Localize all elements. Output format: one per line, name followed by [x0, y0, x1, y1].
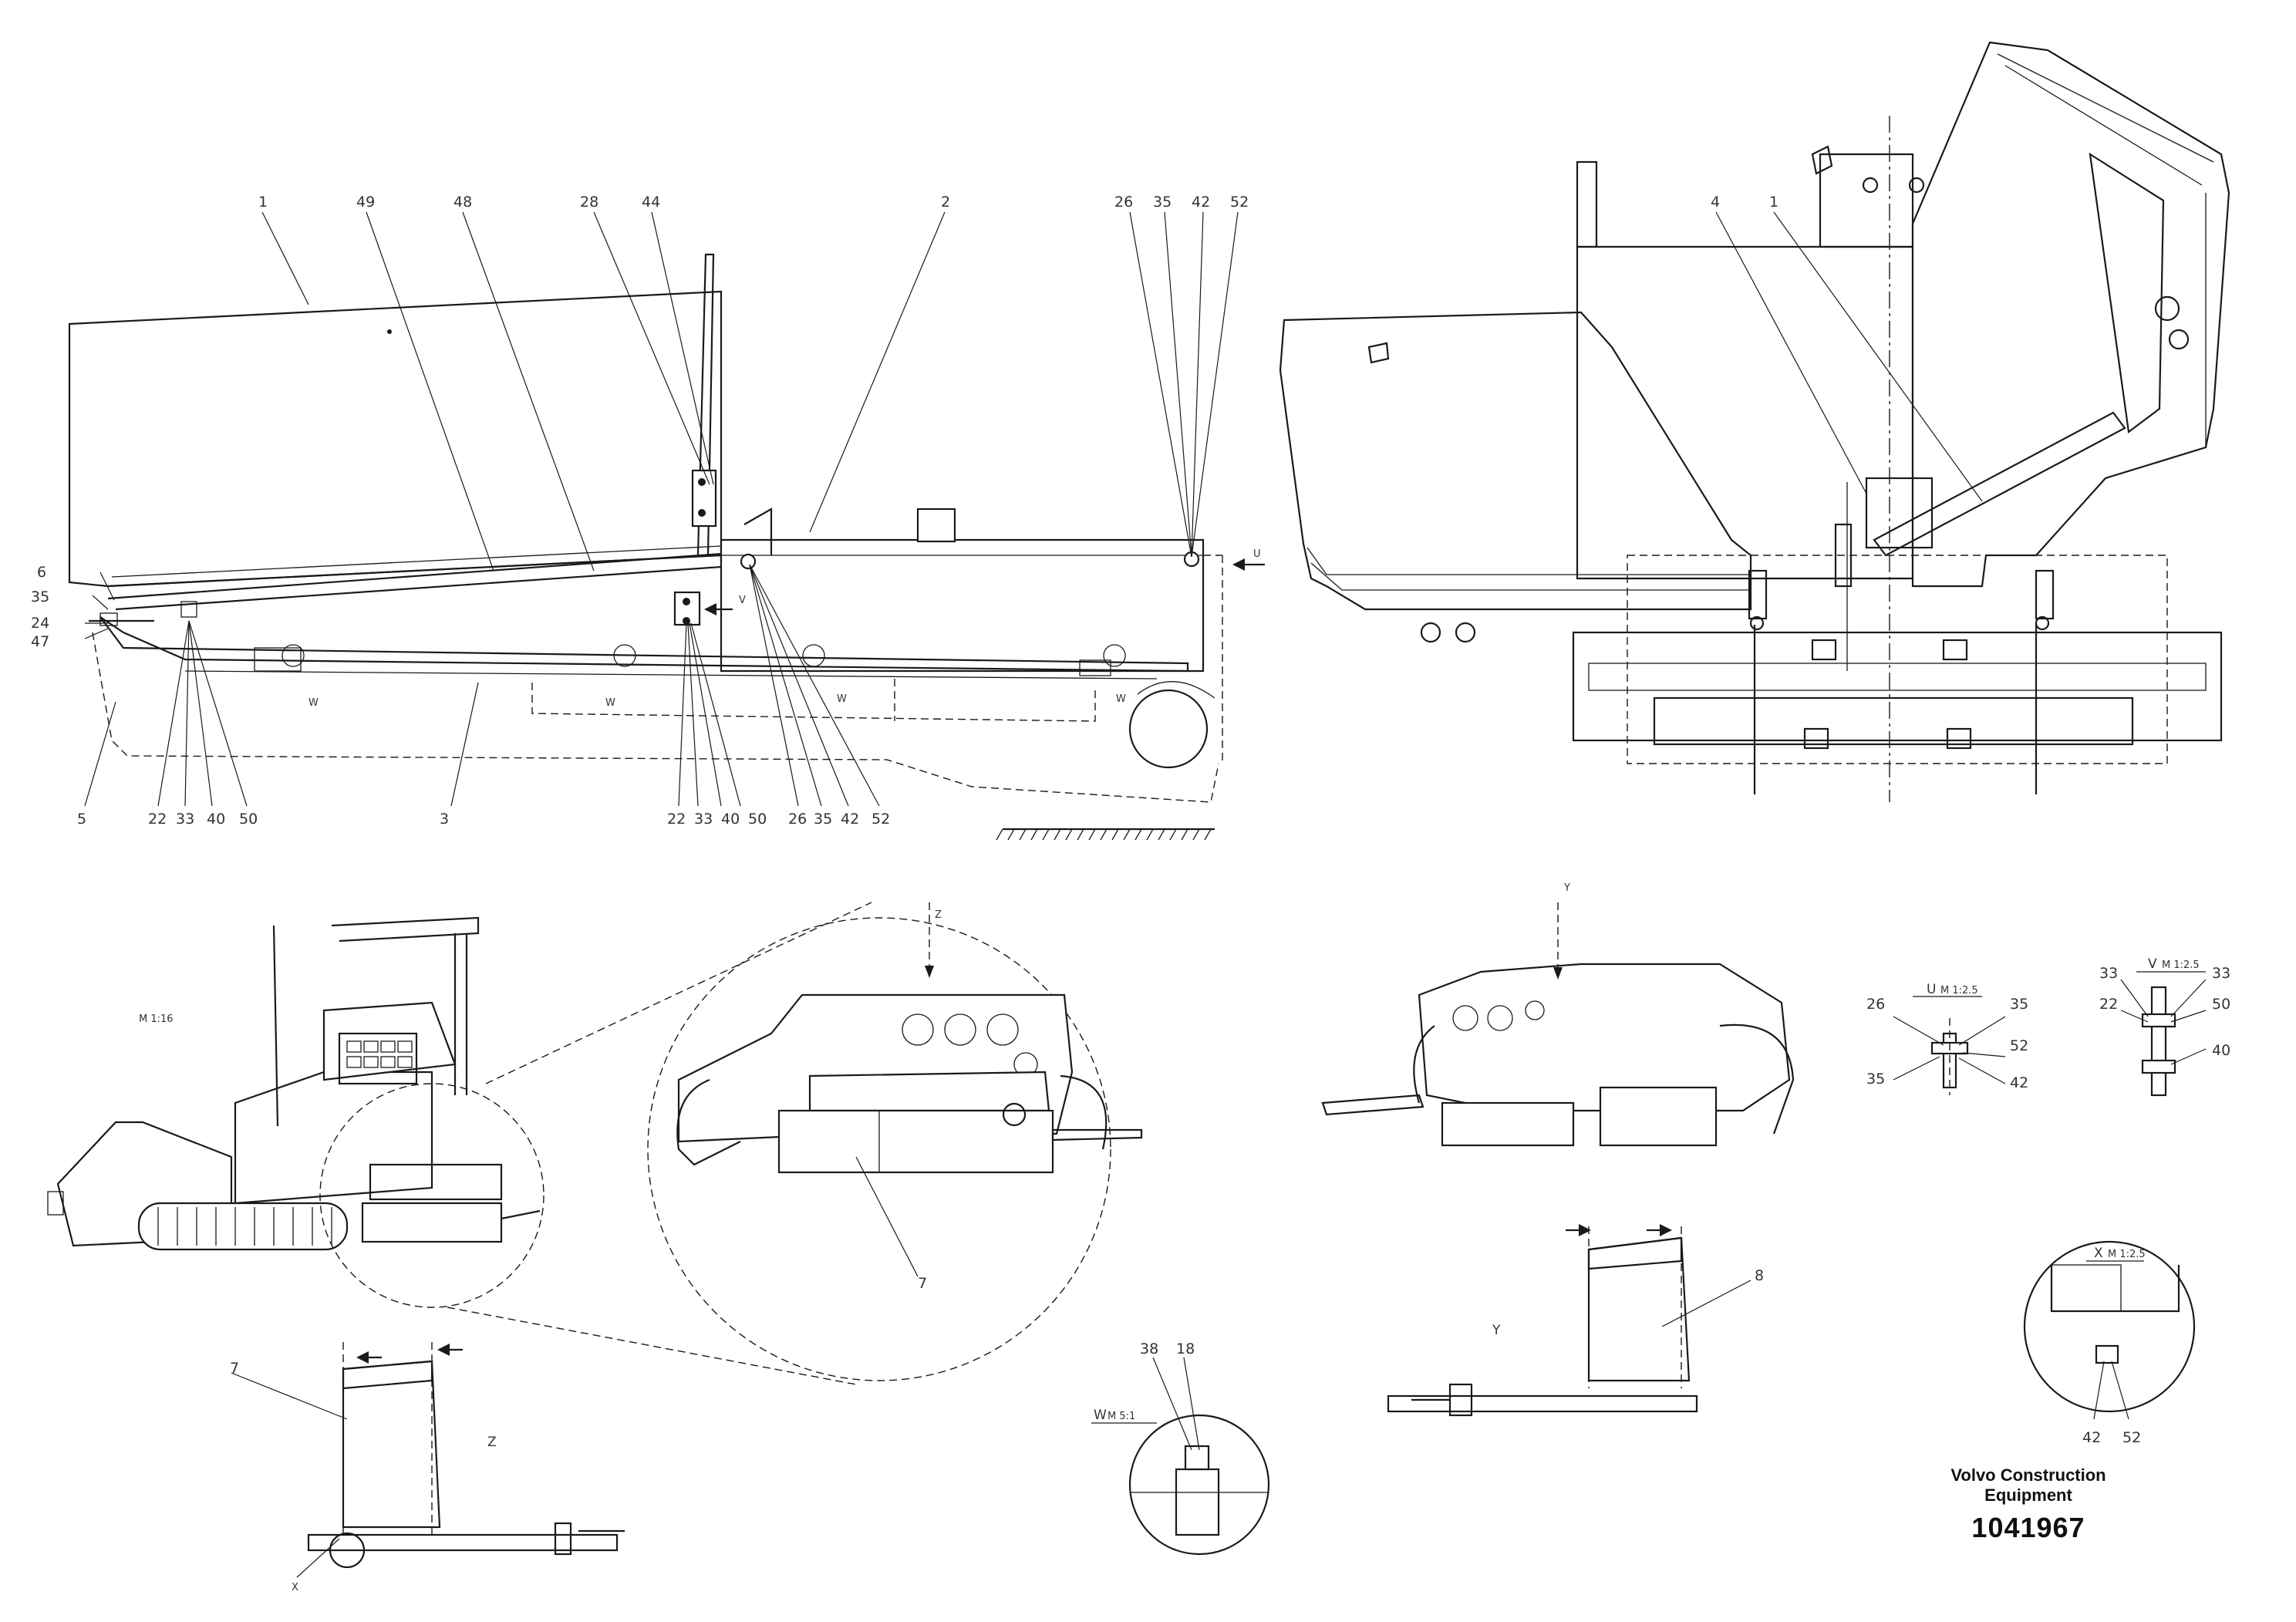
balloon-50b: 50 [748, 811, 767, 828]
view-arrow-u: U [1253, 548, 1261, 560]
balloon-1: 1 [258, 194, 268, 211]
balloon-3: 3 [440, 811, 449, 828]
u-detail [1893, 996, 2006, 1095]
side-view-leaders [84, 211, 1239, 807]
view-arrow-x: X [292, 1582, 298, 1593]
rear-view-hopper [1279, 41, 2230, 802]
view-marker-w3: W [837, 693, 847, 705]
overview-scale: M 1:16 [139, 1013, 174, 1025]
balloon-7: 7 [230, 1360, 239, 1377]
balloon-47: 47 [31, 633, 49, 650]
detail-scale-w: M 5:1 [1108, 1411, 1135, 1422]
zoom-detail-circle [447, 902, 1143, 1385]
v-balloon-50: 50 [2212, 996, 2230, 1013]
view-marker-w2: W [605, 697, 615, 709]
view-marker-w1: W [308, 697, 319, 709]
y-view-guard [1387, 1224, 1752, 1417]
u-balloon-52: 52 [2010, 1037, 2028, 1054]
balloon-33: 33 [176, 811, 194, 828]
balloon-35: 35 [1153, 194, 1172, 211]
v-balloon-22: 22 [2099, 996, 2118, 1013]
balloon-5: 5 [77, 811, 86, 828]
balloon-26b: 26 [788, 811, 807, 828]
balloon-38: 38 [1140, 1340, 1158, 1357]
balloon-52b: 52 [872, 811, 890, 828]
w-detail [1091, 1357, 1270, 1556]
detail-title-w: W [1094, 1408, 1107, 1423]
view-arrow-v: V [739, 595, 746, 606]
balloon-4: 4 [1711, 194, 1720, 211]
view-arrow-z: Z [935, 909, 942, 921]
z-view-guard [231, 1342, 625, 1578]
y-view-front [1321, 902, 1795, 1147]
balloon-8: 8 [1755, 1267, 1764, 1284]
detail-scale-v: M 1:2.5 [2162, 959, 2200, 971]
title-block: Volvo Construction Equipment 1041967 [1913, 1465, 2144, 1544]
x-detail [2023, 1240, 2196, 1420]
view-title-z: Z [487, 1435, 497, 1450]
balloon-1-rear: 1 [1769, 194, 1778, 211]
detail-title-x: X [2094, 1246, 2103, 1261]
part-balloons: 1 49 48 28 44 2 26 35 42 52 6 35 24 47 5… [31, 194, 2230, 1446]
balloon-26: 26 [1114, 194, 1133, 211]
balloon-22b: 22 [667, 811, 686, 828]
balloon-35b: 35 [814, 811, 832, 828]
v-detail [2120, 971, 2207, 1097]
balloon-28: 28 [580, 194, 598, 211]
balloon-2: 2 [941, 194, 950, 211]
view-arrow-y: Y [1563, 882, 1570, 894]
u-balloon-35b: 35 [1866, 1071, 1885, 1088]
balloon-7-zoom: 7 [918, 1275, 927, 1292]
side-view-hopper [68, 253, 1265, 841]
company-name: Volvo Construction Equipment [1950, 1465, 2106, 1505]
w-bolt-markers [282, 644, 1126, 667]
balloon-18: 18 [1176, 1340, 1195, 1357]
balloon-22: 22 [148, 811, 167, 828]
v-balloon-33a: 33 [2099, 965, 2118, 982]
detail-scale-u: M 1:2.5 [1940, 985, 1978, 996]
balloon-50: 50 [239, 811, 258, 828]
rear-view-leaders [1715, 211, 1983, 502]
u-balloon-35a: 35 [2010, 996, 2028, 1013]
balloon-44: 44 [642, 194, 660, 211]
balloon-6: 6 [37, 564, 46, 581]
balloon-40b: 40 [721, 811, 740, 828]
view-marker-w4: W [1116, 693, 1126, 705]
overview-machine [47, 916, 544, 1308]
detail-title-u: U [1927, 982, 1936, 997]
drawing-number: 1041967 [1971, 1512, 2085, 1543]
balloon-49: 49 [356, 194, 375, 211]
balloon-42: 42 [1192, 194, 1210, 211]
balloon-52: 52 [1230, 194, 1249, 211]
balloon-42b: 42 [841, 811, 859, 828]
u-balloon-26: 26 [1866, 996, 1885, 1013]
u-balloon-42: 42 [2010, 1074, 2028, 1091]
balloon-24: 24 [31, 615, 49, 632]
balloon-35-left: 35 [31, 588, 49, 605]
balloon-48: 48 [453, 194, 472, 211]
view-title-y: Y [1492, 1323, 1501, 1338]
balloon-40: 40 [207, 811, 225, 828]
detail-scale-x: M 1:2.5 [2108, 1249, 2146, 1260]
balloon-33b: 33 [694, 811, 713, 828]
v-balloon-40: 40 [2212, 1042, 2230, 1059]
v-balloon-33b: 33 [2212, 965, 2230, 982]
x-balloon-52: 52 [2122, 1429, 2141, 1446]
detail-title-v: V [2148, 956, 2157, 972]
view-labels: U V W W W W Z Y X Z Y W M 5:1 U M 1:2.5 … [139, 548, 2200, 1593]
x-balloon-42: 42 [2082, 1429, 2101, 1446]
